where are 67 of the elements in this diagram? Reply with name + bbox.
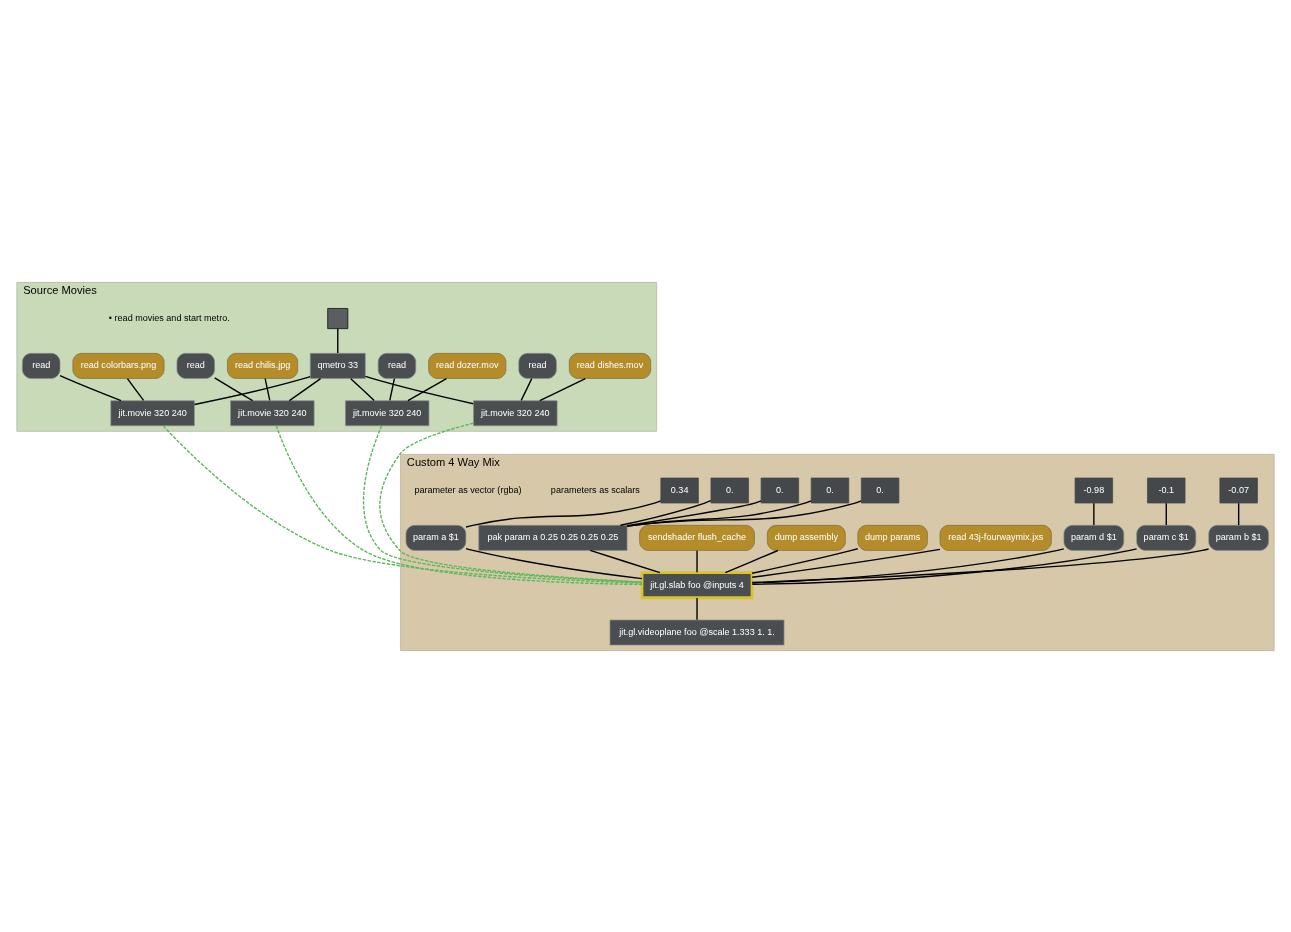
- connector: [59, 374, 122, 401]
- connector: [465, 547, 643, 579]
- node-box: read: [22, 352, 61, 379]
- node-box: pak param a 0.25 0.25 0.25 0.25: [478, 524, 628, 551]
- connector: [350, 377, 375, 401]
- label: parameter as vector (rgba): [414, 484, 522, 495]
- connector: [589, 549, 661, 573]
- connector: [751, 548, 941, 578]
- node-box: read: [176, 352, 215, 379]
- node-box: jit.movie 320 240: [473, 399, 558, 426]
- connector: [619, 499, 712, 526]
- connector: [724, 549, 779, 573]
- connector: [337, 327, 339, 354]
- node-box: param c $1: [1136, 524, 1197, 551]
- node-box: read 43j-fourwaymix.jxs: [939, 524, 1052, 551]
- node-box: jit.gl.videoplane foo @scale 1.333 1. 1.: [609, 619, 785, 645]
- connector: [751, 547, 1210, 583]
- node-box: read colorbars.png: [72, 352, 165, 379]
- node-box: jit.movie 320 240: [345, 399, 430, 426]
- connector: [389, 377, 396, 401]
- connector: [751, 547, 1138, 585]
- node-box: jit.movie 320 240: [110, 399, 195, 426]
- node-box: 0.: [860, 477, 900, 503]
- node-box: 0.: [760, 477, 799, 503]
- connector: [1093, 502, 1095, 526]
- connector: [162, 424, 643, 584]
- label: • read movies and start metro.: [108, 312, 230, 323]
- node-box: read dozer.mov: [428, 352, 507, 379]
- connector: [214, 376, 254, 401]
- node-box: 0.: [810, 477, 850, 503]
- connector: [407, 377, 448, 401]
- node-box: read chilis.jpg: [227, 352, 299, 379]
- node-box: read: [377, 352, 417, 379]
- node-box: -0.98: [1074, 477, 1113, 503]
- connector: [626, 499, 862, 527]
- node-box: 0.: [710, 477, 749, 503]
- connector: [465, 499, 662, 528]
- connector: [539, 377, 587, 401]
- node-box: qmetro 33: [309, 352, 366, 379]
- node-box: param b $1: [1208, 524, 1269, 551]
- node-box: param a $1: [405, 524, 467, 551]
- connector: [751, 547, 1065, 584]
- connector: [275, 424, 643, 585]
- node-box: read: [518, 352, 557, 379]
- node-box: 0.34: [660, 477, 699, 503]
- connector: [264, 377, 271, 401]
- connector: [696, 549, 698, 573]
- connector: [751, 547, 859, 574]
- connector: [520, 377, 533, 401]
- node-box: -0.1: [1147, 477, 1186, 503]
- connector: [193, 375, 311, 405]
- node-box: sendshader flush_cache: [639, 524, 755, 551]
- node-box: [327, 307, 349, 329]
- connector: [288, 377, 322, 401]
- node-box: dump assembly: [767, 524, 846, 551]
- label: parameters as scalars: [550, 484, 640, 495]
- connector: [126, 377, 145, 401]
- node-box: -0.07: [1219, 477, 1258, 503]
- node-box: dump params: [857, 524, 928, 551]
- connector: [364, 375, 474, 404]
- node-box: read dishes.mov: [568, 352, 652, 379]
- connector: [696, 596, 698, 620]
- connector: [1165, 502, 1167, 526]
- connector: [1237, 502, 1240, 526]
- node-box: param d $1: [1063, 524, 1125, 551]
- node-box: jit.movie 320 240: [230, 399, 315, 426]
- node-box: jit.gl.slab foo @inputs 4: [640, 570, 754, 599]
